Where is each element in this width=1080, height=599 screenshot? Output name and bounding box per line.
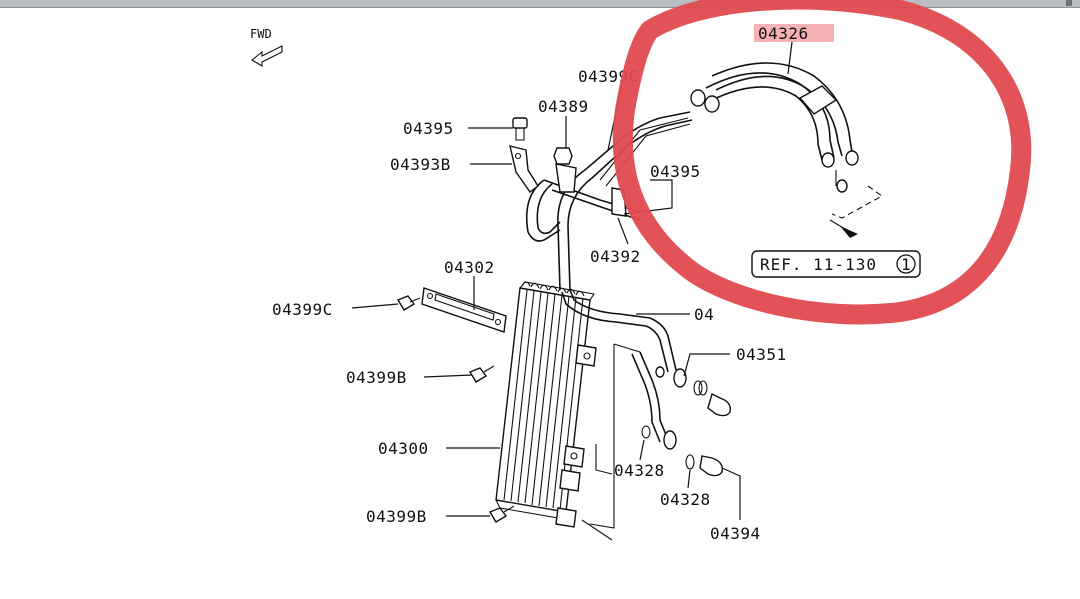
bolt-04399b-lower	[488, 505, 515, 523]
label-washer-1: 04328	[614, 461, 665, 480]
fwd-arrow-icon	[251, 45, 283, 67]
reference-circle-number: 1	[901, 255, 912, 274]
plug-upper	[707, 392, 731, 417]
label-cooler: 04300	[378, 439, 429, 458]
reference-box: REF. 11-130 1	[751, 250, 921, 278]
hose-label-highlight	[754, 24, 834, 42]
label-plug: 04394	[710, 524, 761, 543]
oil-cooler-core	[495, 281, 597, 528]
washer-upper	[693, 380, 708, 396]
washer-04328-left	[641, 425, 651, 439]
alignment-lines	[581, 343, 641, 541]
label-bolt-b1: 04399B	[346, 368, 407, 387]
reference-text: REF. 11-130	[760, 255, 877, 274]
label-tube-right: 04	[694, 305, 714, 324]
label-clamp: 04392	[590, 247, 641, 266]
fwd-label: FWD	[250, 27, 272, 41]
bolt-04395-top	[512, 117, 528, 141]
label-washer-2: 04328	[660, 490, 711, 509]
hose-04326	[690, 62, 884, 238]
label-bolt-top: 04395	[403, 119, 454, 138]
leader-lines	[351, 41, 793, 520]
window-top-bar	[0, 0, 1080, 8]
label-tube-lower: 04351	[736, 345, 787, 364]
bolt-04399b-upper	[468, 365, 495, 383]
label-bracket-plate: 04302	[444, 258, 495, 277]
label-nut: 04389	[538, 97, 589, 116]
label-bolt-left: 04399C	[272, 300, 333, 319]
label-bolt-mid: 04395	[650, 162, 701, 181]
label-hose-main: 04326	[758, 24, 809, 43]
label-bolt-b2: 04399B	[366, 507, 427, 526]
nut-04389	[553, 147, 573, 165]
bracket-04393b	[509, 145, 539, 193]
label-bracket-b: 04393B	[390, 155, 451, 174]
highlight-circle	[612, 0, 1032, 325]
plug-04394	[699, 455, 723, 477]
window-corner-icon	[1066, 0, 1072, 6]
washer-04328-right	[685, 454, 695, 470]
bracket-plate	[421, 287, 507, 333]
bolt-04399c-left	[396, 295, 421, 311]
clamp-04392	[555, 163, 627, 217]
